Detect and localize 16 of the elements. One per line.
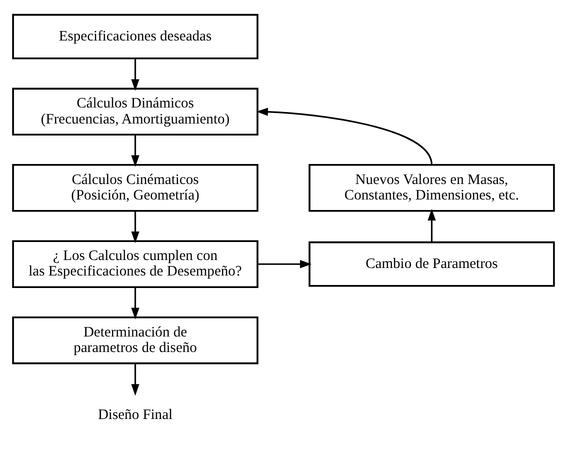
node-text: Diseño Final [98,406,173,423]
arrow [256,107,432,165]
node-box: ¿ Los Calculos cumplen con las Especificaciones de Desempeño? [12,240,258,288]
node-box: Cálculos Dinámicos (Frecuencias, Amortiguamiento) [12,87,258,136]
arrow [131,210,140,243]
node-box: Especificaciones deseadas [12,13,258,59]
node-box: Nuevos Valores en Masas, Constantes, Dimensiones, etc. [308,163,555,212]
node-box: Determinación de parametros de diseño [12,316,258,364]
node-box: Cambio de Parametros [308,240,555,286]
arrow [131,362,140,396]
arrow [258,260,312,268]
arrow [131,286,140,319]
arrow [131,58,140,90]
arrow [428,208,436,242]
node-box: Cálculos Cinématicos (Posición, Geometría) [12,163,258,212]
arrow [131,134,140,166]
